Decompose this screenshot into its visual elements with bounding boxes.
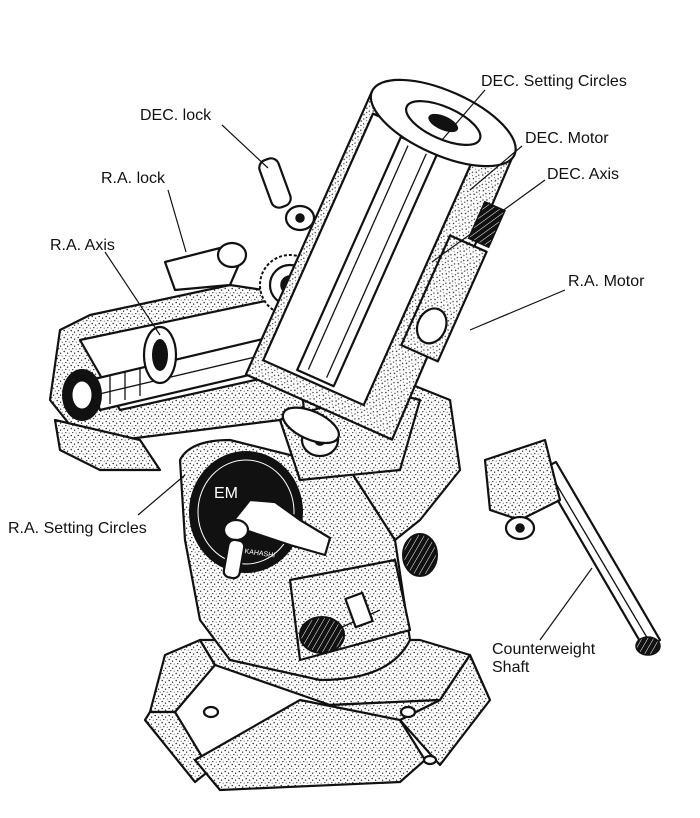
dec-axis-housing xyxy=(244,78,517,445)
label-dec-lock: DEC. lock xyxy=(140,107,212,124)
label-shaft: Shaft xyxy=(492,659,530,676)
label-ra-lock: R.A. lock xyxy=(101,170,166,187)
azimuth-adjust-knob[interactable] xyxy=(402,533,438,577)
leader-dec-axis xyxy=(431,179,546,263)
dec-motor xyxy=(400,234,488,363)
label-dec-axis: DEC. Axis xyxy=(547,166,619,183)
counterweight-shaft xyxy=(483,438,662,656)
dec-lock-lever[interactable] xyxy=(257,156,316,232)
ra-axis-housing xyxy=(48,283,352,472)
ra-clamp-handle[interactable] xyxy=(222,498,332,580)
label-dec-setting-circles: DEC. Setting Circles xyxy=(481,73,627,90)
leader-dec-setting-circles xyxy=(441,89,486,141)
label-ra-motor: R.A. Motor xyxy=(568,273,645,290)
label-dec-motor: DEC. Motor xyxy=(525,130,609,147)
label-ra-axis: R.A. Axis xyxy=(50,237,115,254)
leader-lines xyxy=(104,89,593,641)
label-ra-setting-circles: R.A. Setting Circles xyxy=(8,520,147,537)
label-counterweight: Counterweight xyxy=(492,641,596,658)
leader-ra-setting-circles xyxy=(137,474,186,516)
dec-setting-circle[interactable] xyxy=(467,200,506,249)
dial-brand-text: EM xyxy=(214,485,238,502)
leader-dec-lock xyxy=(221,124,269,169)
altitude-adjust-knob[interactable] xyxy=(299,591,381,654)
leader-dec-motor xyxy=(469,145,523,191)
leader-ra-motor xyxy=(469,289,566,331)
leader-ra-lock xyxy=(167,189,187,253)
ra-lock-lever[interactable] xyxy=(163,241,248,292)
callout-labels: DEC. Setting Circles DEC. lock DEC. Moto… xyxy=(8,73,645,676)
leader-ra-axis xyxy=(104,251,161,336)
leader-counterweight-shaft xyxy=(539,567,593,641)
